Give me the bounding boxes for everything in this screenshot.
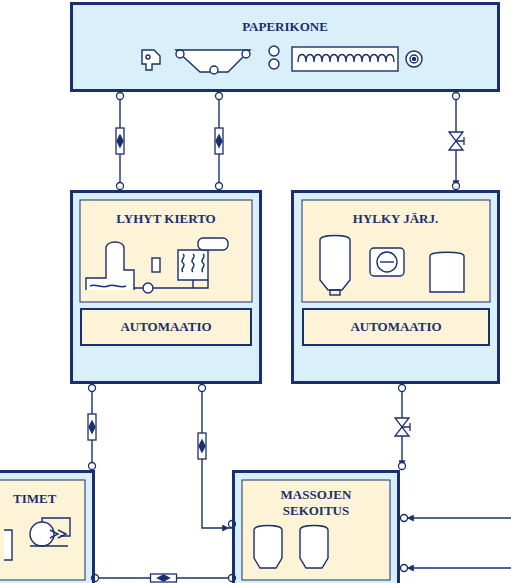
box-title: PAPERIKONE — [79, 19, 491, 35]
flow-meter — [198, 433, 206, 459]
box-fill — [70, 2, 500, 92]
inner-panel — [242, 480, 390, 580]
pipe-terminal — [399, 385, 406, 392]
valve-actuator — [456, 137, 464, 145]
connector-symbol — [88, 385, 96, 470]
flow-meter — [158, 575, 170, 581]
inner-panel — [0, 480, 85, 580]
pipe-terminal — [453, 93, 460, 100]
connector-symbols — [88, 93, 464, 583]
press-icon — [269, 46, 279, 69]
broke-chest-drawing — [430, 252, 464, 292]
valve-symbol — [395, 418, 409, 436]
pipe-terminal — [399, 463, 406, 470]
box-fill — [232, 470, 400, 583]
pipe-terminal — [117, 183, 124, 190]
pipe-terminal — [117, 93, 124, 100]
pipe-terminal — [453, 183, 460, 190]
flow-meter — [116, 128, 124, 154]
box-fill — [0, 470, 95, 583]
pipe-terminal — [216, 183, 223, 190]
flow-meter — [215, 128, 223, 154]
flow-meter — [117, 135, 123, 147]
connector-symbol — [116, 93, 124, 190]
illustrations — [4, 46, 511, 572]
box-fill — [291, 190, 500, 384]
flow-meter — [88, 414, 96, 440]
process-box: HYLKY JÄRJ. AUTOMAATIO — [291, 190, 500, 384]
incoming-pipe — [401, 515, 511, 572]
box-fill — [302, 308, 490, 346]
pipe-terminal — [199, 385, 206, 392]
connectors — [92, 92, 456, 578]
box-title: HYLKY JÄRJ. — [300, 211, 491, 227]
box-title: LYHYT KIERTO — [79, 211, 253, 227]
connector-symbol — [215, 93, 223, 190]
pipe-terminal — [89, 463, 96, 470]
box-fill — [80, 308, 252, 346]
flow-meter — [199, 440, 205, 452]
process-box: MASSOJEN SEKOITUS — [232, 470, 400, 583]
process-box: TIMET — [0, 470, 95, 583]
refiner-drawing — [4, 518, 70, 560]
connector-symbol — [449, 93, 464, 190]
pipe-terminal — [216, 93, 223, 100]
connector-symbol — [92, 574, 236, 582]
mixing-chest-drawing — [254, 526, 328, 569]
box-title: TIMET — [13, 491, 86, 507]
box-title: AUTOMAATIO — [88, 319, 244, 335]
dryer-section-icon — [292, 47, 398, 71]
machine-box: PAPERIKONE — [70, 2, 500, 92]
headbox-icon — [142, 50, 160, 70]
box-fill — [70, 190, 262, 384]
reel-icon — [406, 51, 422, 67]
flow-meter — [89, 421, 95, 433]
automation-box: AUTOMAATIO — [80, 308, 252, 346]
valve-symbol — [449, 132, 463, 150]
process-box: LYHYT KIERTO AUTOMAATIO — [70, 190, 262, 384]
box-title: MASSOJEN SEKOITUS — [266, 487, 366, 519]
pulper-drawing — [370, 248, 404, 276]
connector-symbol — [198, 385, 236, 528]
flow-meter — [216, 135, 222, 147]
valve-actuator — [402, 423, 410, 431]
box-title: AUTOMAATIO — [310, 319, 482, 335]
flow-meter — [151, 574, 177, 582]
box-fills — [0, 2, 500, 583]
connector-symbol — [395, 385, 410, 470]
wire-section-icon — [176, 50, 250, 74]
pipe-terminal — [89, 385, 96, 392]
inner-panel — [80, 200, 252, 302]
automation-box: AUTOMAATIO — [302, 308, 490, 346]
broke-tower-drawing — [320, 236, 350, 296]
wire-pit-drawing — [86, 238, 228, 293]
